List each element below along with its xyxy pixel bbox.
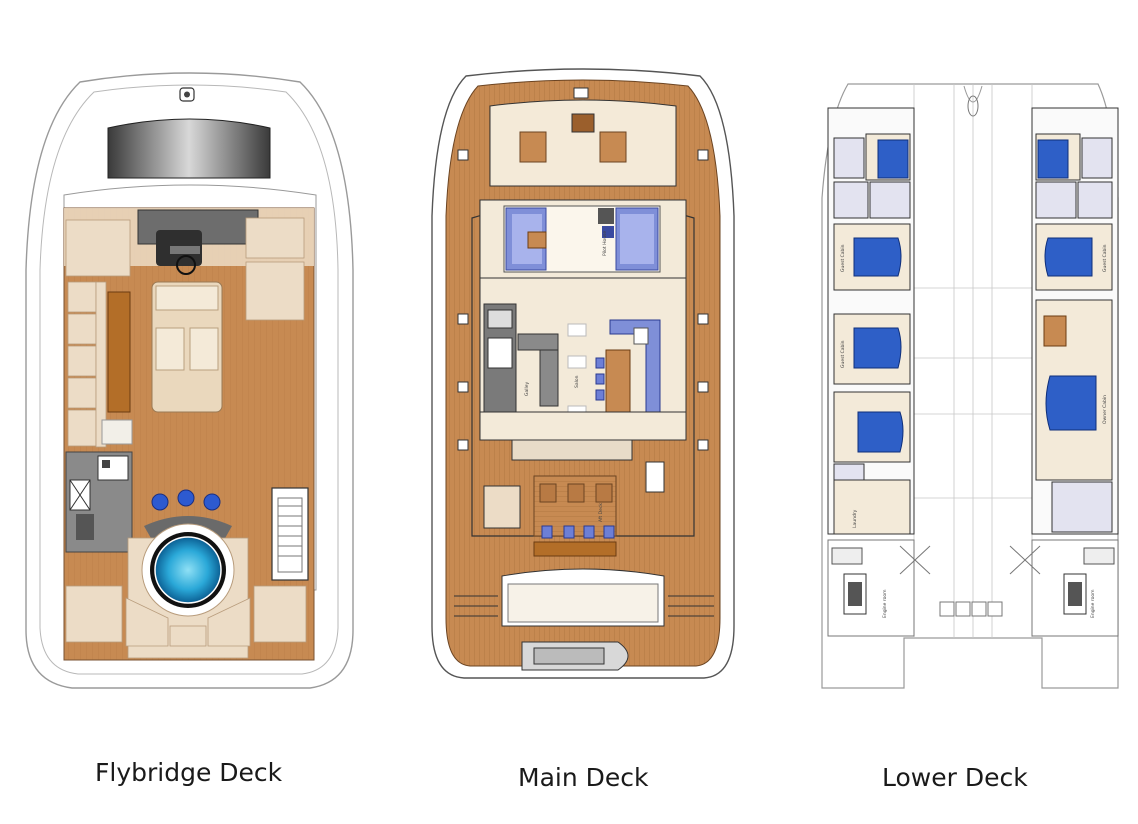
flybridge-dining-table	[151, 281, 223, 413]
label-guest-cabin-1: Guest Cabin	[840, 244, 846, 272]
flybridge-deck-plan	[25, 72, 354, 689]
port-engine-room: Engine room	[827, 539, 915, 637]
pilot-house: Pilot House	[503, 205, 661, 273]
starboard-engine-room: Engine room	[1031, 539, 1119, 637]
bow-seating	[489, 87, 677, 187]
label-aft-deck: Aft Deck	[598, 503, 604, 522]
helm-station	[137, 209, 259, 275]
label-guest-cabin-3: Guest Cabin	[1102, 244, 1108, 272]
flybridge-bar-stools	[151, 489, 221, 511]
caption-flybridge-deck: Flybridge Deck	[95, 758, 283, 787]
caption-lower-deck: Lower Deck	[882, 763, 1028, 792]
deck-hatches	[457, 149, 709, 451]
lower-deck-plan: Guest Cabin Guest Cabin Laundry Guest Ca…	[821, 83, 1119, 689]
label-guest-cabin-2: Guest Cabin	[840, 340, 846, 368]
label-owner-cabin: Owner Cabin	[1102, 395, 1108, 424]
label-engine-room-starboard: Engine room	[1090, 590, 1096, 619]
mast-icon	[179, 87, 195, 102]
galley: Galley	[483, 303, 559, 425]
jacuzzi	[150, 532, 226, 608]
tender	[521, 641, 629, 671]
label-pilot-house: Pilot House	[602, 231, 608, 256]
label-galley: Galley	[524, 381, 530, 396]
flybridge-sofa-left	[65, 219, 131, 448]
central-tanks	[899, 545, 1041, 617]
flybridge-seat-right	[245, 217, 305, 259]
flybridge-stairs	[271, 487, 309, 581]
flybridge-aft-sunpads	[65, 585, 307, 647]
main-deck-plan: Pilot House Galley Salon Aft Deck	[431, 68, 735, 679]
label-engine-room-port: Engine room	[882, 590, 888, 619]
starboard-hull: Guest Cabin Owner Cabin	[1031, 107, 1119, 535]
label-laundry: Laundry	[852, 509, 858, 528]
aft-deck-dining: Aft Deck	[533, 475, 617, 557]
port-hull: Guest Cabin Guest Cabin Laundry	[827, 107, 915, 535]
label-salon: Salon	[574, 375, 580, 388]
caption-main-deck: Main Deck	[518, 763, 649, 792]
flybridge-wet-bar	[65, 451, 133, 553]
windshield	[107, 118, 271, 179]
flybridge-sidetable	[107, 291, 131, 413]
salon: Salon	[567, 319, 661, 437]
